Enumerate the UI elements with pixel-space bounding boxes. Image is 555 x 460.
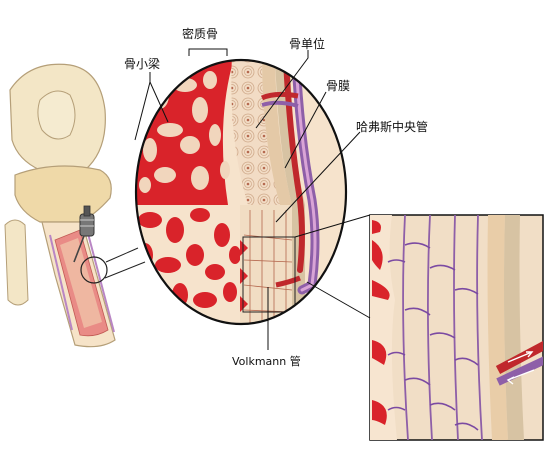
canal-detail-inset	[369, 214, 544, 441]
compact-bone-bracket	[188, 48, 228, 56]
magnifier-lens	[134, 58, 348, 326]
label-compact-bone: 密质骨	[182, 26, 218, 41]
connector-line-bottom	[306, 281, 371, 319]
label-trabecula: 骨小梁	[124, 56, 160, 71]
label-periosteum: 骨膜	[326, 79, 350, 93]
leader-lines	[134, 50, 361, 350]
label-osteon: 骨单位	[289, 36, 325, 51]
knee-illustration	[4, 63, 146, 348]
label-volkmann-canal: Volkmann 管	[232, 354, 301, 368]
connector-line-top	[294, 214, 371, 238]
screw-device-icon	[73, 205, 95, 263]
label-haversian-canal: 哈弗斯中央管	[356, 119, 428, 134]
